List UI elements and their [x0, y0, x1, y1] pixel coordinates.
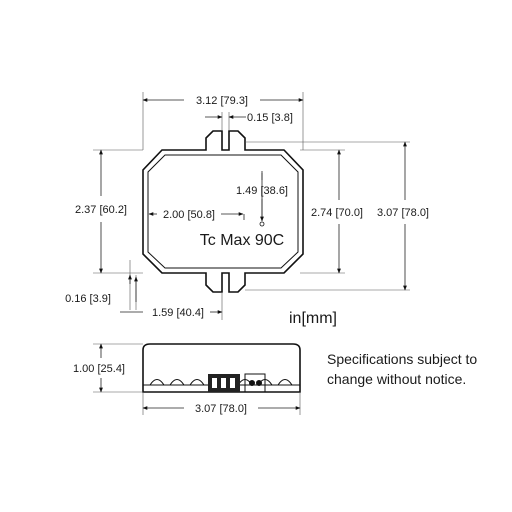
notice-line-2: change without notice. [327, 371, 466, 387]
dim-side-height: 1.00 [25.4] [73, 363, 125, 375]
housing-inner-outline [147, 154, 299, 269]
dim-inner-height: 2.74 [70.0] [311, 207, 363, 219]
notice-line-1: Specifications subject to [327, 351, 477, 367]
housing-outline [142, 130, 304, 293]
dim-left-height: 2.37 [60.2] [75, 204, 127, 216]
dim-tab-width: 0.15 [3.8] [247, 112, 293, 124]
side-view [142, 343, 301, 393]
dimension-labels: 3.12 [79.3] 0.15 [3.8] 2.37 [60.2] 1.49 … [65, 95, 429, 319]
dimension-lines [99, 98, 407, 314]
dim-center-horizontal: 2.00 [50.8] [163, 209, 215, 221]
terminal-block [244, 373, 266, 393]
dim-top-width: 3.12 [79.3] [196, 95, 248, 107]
units-label: in[mm] [289, 310, 337, 327]
dim-center-vertical: 1.49 [38.6] [236, 185, 288, 197]
side-dimensions: 1.00 [25.4] 3.07 [78.0] [73, 343, 301, 415]
dim-bottom-offset: 1.59 [40.4] [152, 307, 204, 319]
center-mark [259, 221, 265, 227]
dim-tab-offset: 0.16 [3.9] [65, 293, 111, 305]
tc-max-label: Tc Max 90C [200, 232, 284, 249]
extension-lines [93, 92, 410, 320]
dim-overall-height: 3.07 [78.0] [377, 207, 429, 219]
side-outline [142, 343, 301, 393]
dim-side-width: 3.07 [78.0] [195, 403, 247, 415]
